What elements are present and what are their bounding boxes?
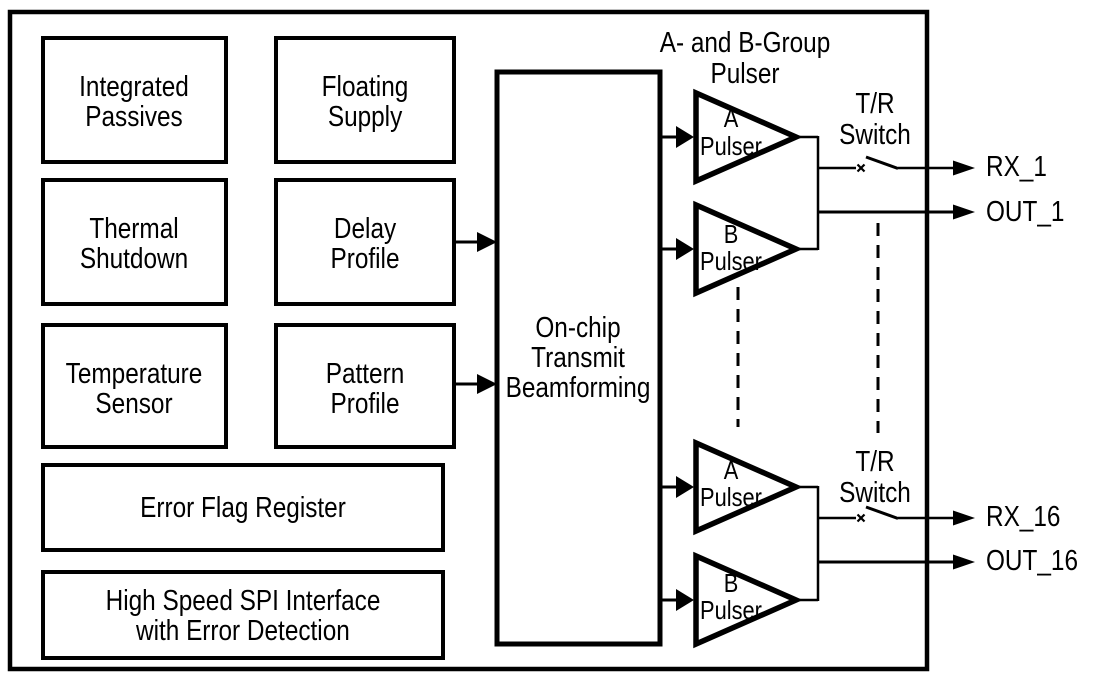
b-pulser-16-triangle	[693, 551, 803, 649]
block-beamforming-label-line3: Beamforming	[506, 371, 651, 403]
block-integrated-passives-label-line2: Passives	[85, 100, 182, 132]
chip-boundary	[7, 9, 930, 672]
pulser-group-title: A- and B-Group Pulser	[660, 26, 831, 89]
tr-switch-16-label-line2: Switch	[839, 476, 911, 508]
port-label-out-1: OUT_1	[986, 195, 1064, 227]
block-error-flag-register-label: Error Flag Register	[140, 491, 346, 523]
arrow-out-16-head	[953, 554, 975, 570]
arrow-pattern-head	[477, 374, 497, 394]
arrow-rx-1-head	[953, 160, 975, 176]
block-delay-profile-label-line1: Delay	[334, 212, 397, 244]
block-pattern-profile: Pattern Profile	[274, 323, 456, 449]
tr-switch-1-symbol	[856, 155, 899, 173]
tr-switch-1-contact-x2	[856, 163, 866, 173]
block-spi-interface-label-line2: with Error Detection	[135, 614, 350, 646]
arrow-delay-head	[477, 232, 497, 252]
arrow-delay-to-beamforming	[454, 232, 497, 252]
block-delay-profile-label-line2: Profile	[330, 242, 399, 274]
block-beamforming: On-chip Transmit Beamforming	[494, 69, 663, 647]
block-integrated-passives-box	[41, 36, 228, 164]
a-pulser-16-triangle	[693, 438, 803, 536]
block-integrated-passives-label-line1: Integrated	[79, 70, 189, 102]
port-label-rx-16: RX_16	[986, 500, 1060, 532]
b-pulser-16-label-line2: Pulser	[700, 596, 762, 625]
tr-switch-1-blade	[865, 155, 899, 170]
arrow-out-1-head	[953, 204, 975, 220]
block-pattern-profile-box	[274, 323, 456, 449]
block-thermal-shutdown-box	[41, 178, 228, 306]
arrow-beamforming-to-a-pulser-1-head	[676, 126, 694, 148]
tr-switch-16-blade	[865, 505, 899, 520]
block-floating-supply-label-line2: Supply	[328, 100, 403, 132]
block-temperature-sensor: Temperature Sensor	[41, 323, 228, 449]
tr-switch-1-label-line2: Switch	[839, 118, 911, 150]
pulser-group-title-line1: A- and B-Group	[660, 26, 831, 58]
block-beamforming-label-line2: Transmit	[531, 341, 625, 373]
block-spi-interface-box	[41, 570, 445, 660]
block-temperature-sensor-label-line2: Sensor	[95, 387, 172, 419]
block-delay-profile: Delay Profile	[274, 178, 456, 306]
a-pulser-1-label-line1: A	[724, 104, 739, 133]
a-pulser-1-triangle	[693, 88, 803, 186]
block-temperature-sensor-label-line1: Temperature	[66, 357, 203, 389]
block-thermal-shutdown-label-line2: Shutdown	[80, 242, 188, 274]
a-pulser-1-label-line2: Pulser	[700, 132, 762, 161]
block-floating-supply: Floating Supply	[274, 36, 456, 164]
tr-switch-16-symbol	[856, 505, 899, 523]
pulser-group-title-line2: Pulser	[710, 57, 779, 89]
block-temperature-sensor-box	[41, 323, 228, 449]
block-floating-supply-label-line1: Floating	[322, 70, 409, 102]
block-beamforming-label-line1: On-chip	[535, 311, 620, 343]
block-integrated-passives: Integrated Passives	[41, 36, 228, 164]
block-error-flag-register: Error Flag Register	[41, 463, 445, 552]
b-pulser-16-label-line1: B	[724, 569, 739, 598]
arrow-beamforming-to-b-pulser-1-head	[676, 238, 694, 260]
block-delay-profile-box	[274, 178, 456, 306]
arrow-rx-16-head	[953, 510, 975, 526]
channel-1: A Pulser B Pulser T/R Switch RX_1 OUT_1	[660, 87, 1064, 298]
b-pulser-1-triangle	[693, 200, 803, 298]
b-pulser-1-label-line2: Pulser	[700, 247, 762, 276]
tr-switch-1-label-line1: T/R	[855, 87, 894, 119]
tr-switch-16-label-line1: T/R	[855, 445, 894, 477]
block-pattern-profile-label-line1: Pattern	[326, 357, 404, 389]
channel-16: A Pulser B Pulser T/R Switch RX_16 OUT_1…	[660, 438, 1078, 649]
block-floating-supply-box	[274, 36, 456, 164]
arrow-pattern-to-beamforming	[454, 374, 497, 394]
block-spi-interface-label-line1: High Speed SPI Interface	[106, 584, 381, 616]
a-pulser-16-label-line2: Pulser	[700, 483, 762, 512]
block-thermal-shutdown: Thermal Shutdown	[41, 178, 228, 306]
block-thermal-shutdown-label-line1: Thermal	[89, 212, 178, 244]
port-label-rx-1: RX_1	[986, 150, 1047, 182]
block-pattern-profile-label-line2: Profile	[330, 387, 399, 419]
block-error-flag-register-box	[41, 463, 445, 552]
block-spi-interface: High Speed SPI Interface with Error Dete…	[41, 570, 445, 660]
block-beamforming-box	[494, 69, 663, 647]
b-pulser-1-label-line1: B	[724, 220, 739, 249]
arrow-beamforming-to-b-pulser-16-head	[676, 589, 694, 611]
a-pulser-16-label-line1: A	[724, 456, 739, 485]
arrow-beamforming-to-a-pulser-16-head	[676, 476, 694, 498]
port-label-out-16: OUT_16	[986, 544, 1078, 576]
tr-switch-16-contact-x2	[856, 513, 866, 523]
